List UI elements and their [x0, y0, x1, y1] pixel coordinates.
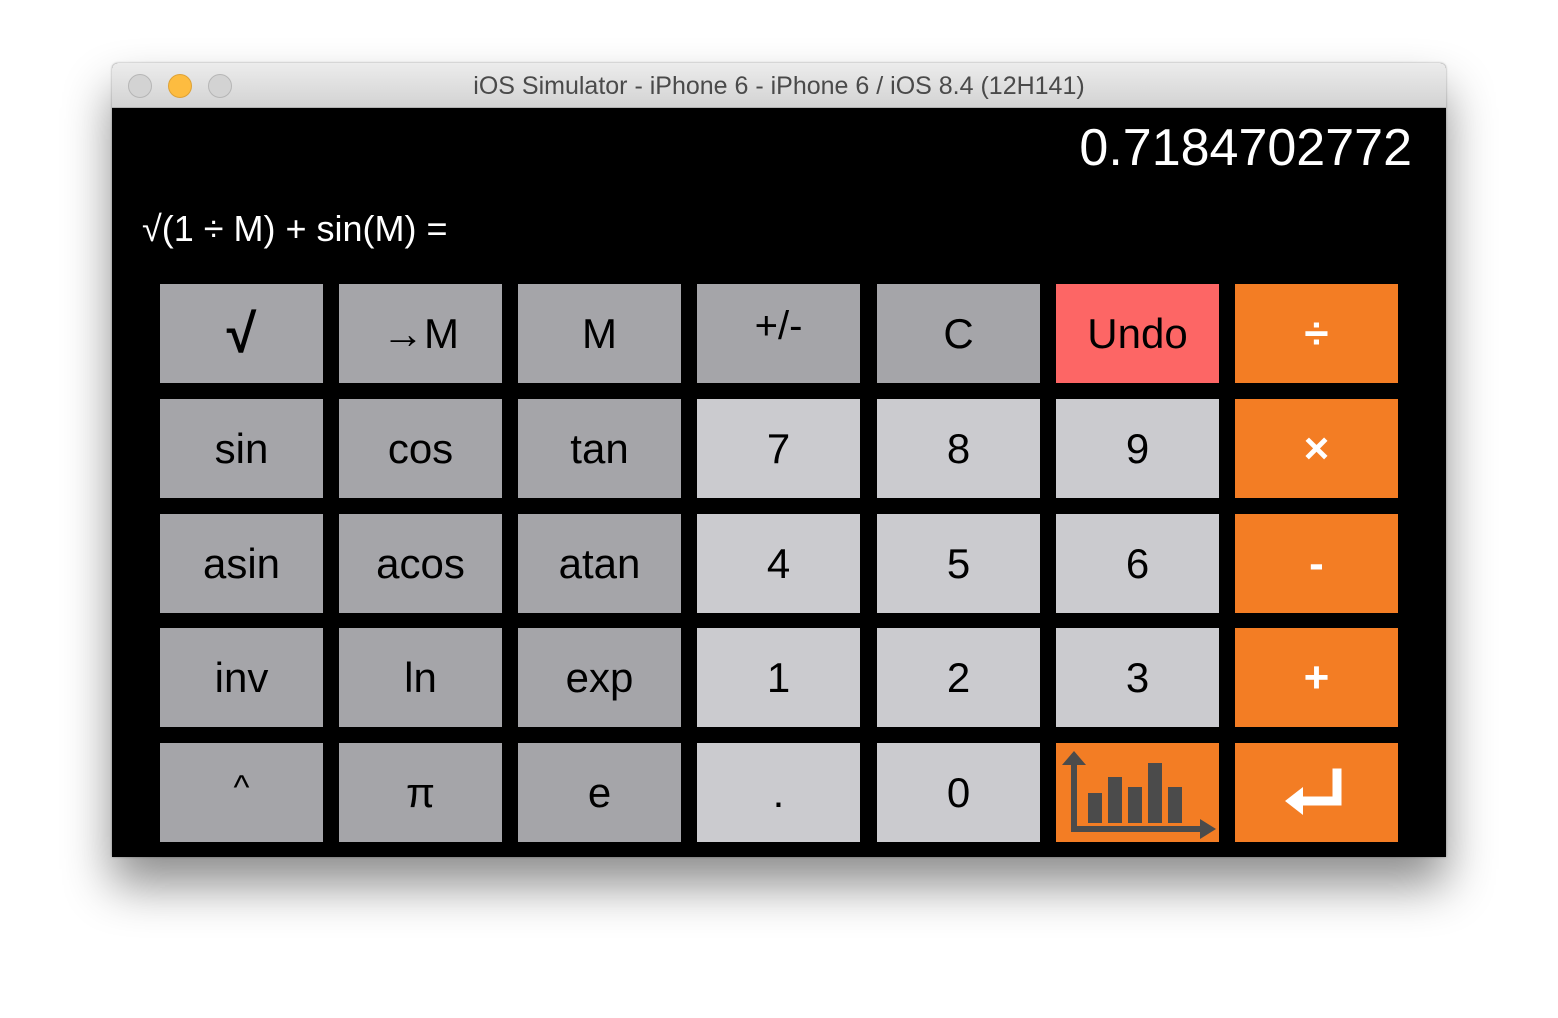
undo-button[interactable]: Undo: [1056, 284, 1219, 383]
tan-button[interactable]: tan: [518, 399, 681, 498]
key-label: M: [582, 309, 617, 357]
euler-button[interactable]: e: [518, 743, 681, 842]
digit-8-button[interactable]: 8: [877, 399, 1040, 498]
key-label: tan: [570, 424, 629, 472]
cos-button[interactable]: cos: [339, 399, 502, 498]
memory-button[interactable]: M: [518, 284, 681, 383]
digit-4-button[interactable]: 4: [697, 514, 860, 613]
divide-button[interactable]: ÷: [1235, 284, 1398, 383]
digit-6-button[interactable]: 6: [1056, 514, 1219, 613]
zoom-window-button[interactable]: [208, 74, 232, 98]
key-label: ln: [404, 653, 437, 701]
key-label: Undo: [1087, 309, 1188, 357]
sin-button[interactable]: sin: [160, 399, 323, 498]
enter-return-icon: [1284, 768, 1341, 815]
add-button[interactable]: +: [1235, 628, 1398, 727]
key-label: ÷: [1304, 308, 1329, 358]
key-label: ×: [1303, 423, 1330, 473]
key-label: 1: [766, 653, 791, 701]
pi-button[interactable]: π: [339, 743, 502, 842]
key-label: 6: [1125, 539, 1150, 587]
decimal-point-button[interactable]: .: [697, 743, 860, 842]
key-label: ^: [233, 769, 250, 807]
key-label: e: [587, 768, 612, 816]
clear-button[interactable]: C: [877, 284, 1040, 383]
key-label: +: [1303, 652, 1330, 702]
digit-0-button[interactable]: 0: [877, 743, 1040, 842]
key-label: π: [406, 768, 435, 816]
calculator-screen: 0.7184702772 √(1 ÷ M) + sin(M) = √ →M M …: [112, 108, 1446, 857]
key-label: 3: [1125, 653, 1150, 701]
key-label: 2: [946, 653, 971, 701]
digit-7-button[interactable]: 7: [697, 399, 860, 498]
digit-1-button[interactable]: 1: [697, 628, 860, 727]
key-label: 5: [946, 539, 971, 587]
digit-9-button[interactable]: 9: [1056, 399, 1219, 498]
power-button[interactable]: ^: [160, 743, 323, 842]
key-label: exp: [565, 653, 634, 701]
digit-5-button[interactable]: 5: [877, 514, 1040, 613]
key-label: cos: [387, 424, 454, 472]
key-label: atan: [558, 539, 641, 587]
plus-minus-button[interactable]: +/-: [697, 284, 860, 383]
key-label: 9: [1125, 424, 1150, 472]
acos-button[interactable]: acos: [339, 514, 502, 613]
window-titlebar: iOS Simulator - iPhone 6 - iPhone 6 / iO…: [112, 63, 1446, 108]
window-title: iOS Simulator - iPhone 6 - iPhone 6 / iO…: [473, 72, 1085, 100]
exp-button[interactable]: exp: [518, 628, 681, 727]
store-memory-button[interactable]: →M: [339, 284, 502, 383]
key-label: sin: [214, 424, 269, 472]
expression-display: √(1 ÷ M) + sin(M) =: [142, 208, 448, 249]
inverse-button[interactable]: inv: [160, 628, 323, 727]
key-label: -: [1309, 538, 1324, 588]
key-label: 0: [946, 768, 971, 816]
ln-button[interactable]: ln: [339, 628, 502, 727]
key-label: +/-: [754, 304, 803, 348]
bar-chart-icon: [1062, 751, 1216, 839]
subtract-button[interactable]: -: [1235, 514, 1398, 613]
key-label: asin: [202, 539, 281, 587]
graph-button[interactable]: [1056, 743, 1219, 842]
multiply-button[interactable]: ×: [1235, 399, 1398, 498]
key-label: inv: [214, 653, 269, 701]
key-label: C: [943, 309, 974, 357]
keypad: √ →M M +/- C Undo ÷ sin: [160, 284, 1398, 842]
key-label: acos: [376, 539, 465, 587]
minimize-window-button[interactable]: [168, 74, 192, 98]
key-label: 8: [946, 424, 971, 472]
digit-3-button[interactable]: 3: [1056, 628, 1219, 727]
result-display: 0.7184702772: [1079, 119, 1412, 177]
key-label: .: [772, 768, 785, 816]
close-window-button[interactable]: [128, 74, 152, 98]
key-label: 4: [766, 539, 791, 587]
enter-button[interactable]: [1235, 743, 1398, 842]
atan-button[interactable]: atan: [518, 514, 681, 613]
simulator-window: iOS Simulator - iPhone 6 - iPhone 6 / iO…: [112, 63, 1446, 857]
sqrt-button[interactable]: √: [160, 284, 323, 383]
key-label: 7: [766, 424, 791, 472]
key-label: √: [226, 303, 257, 364]
asin-button[interactable]: asin: [160, 514, 323, 613]
key-label: →M: [382, 309, 459, 357]
digit-2-button[interactable]: 2: [877, 628, 1040, 727]
